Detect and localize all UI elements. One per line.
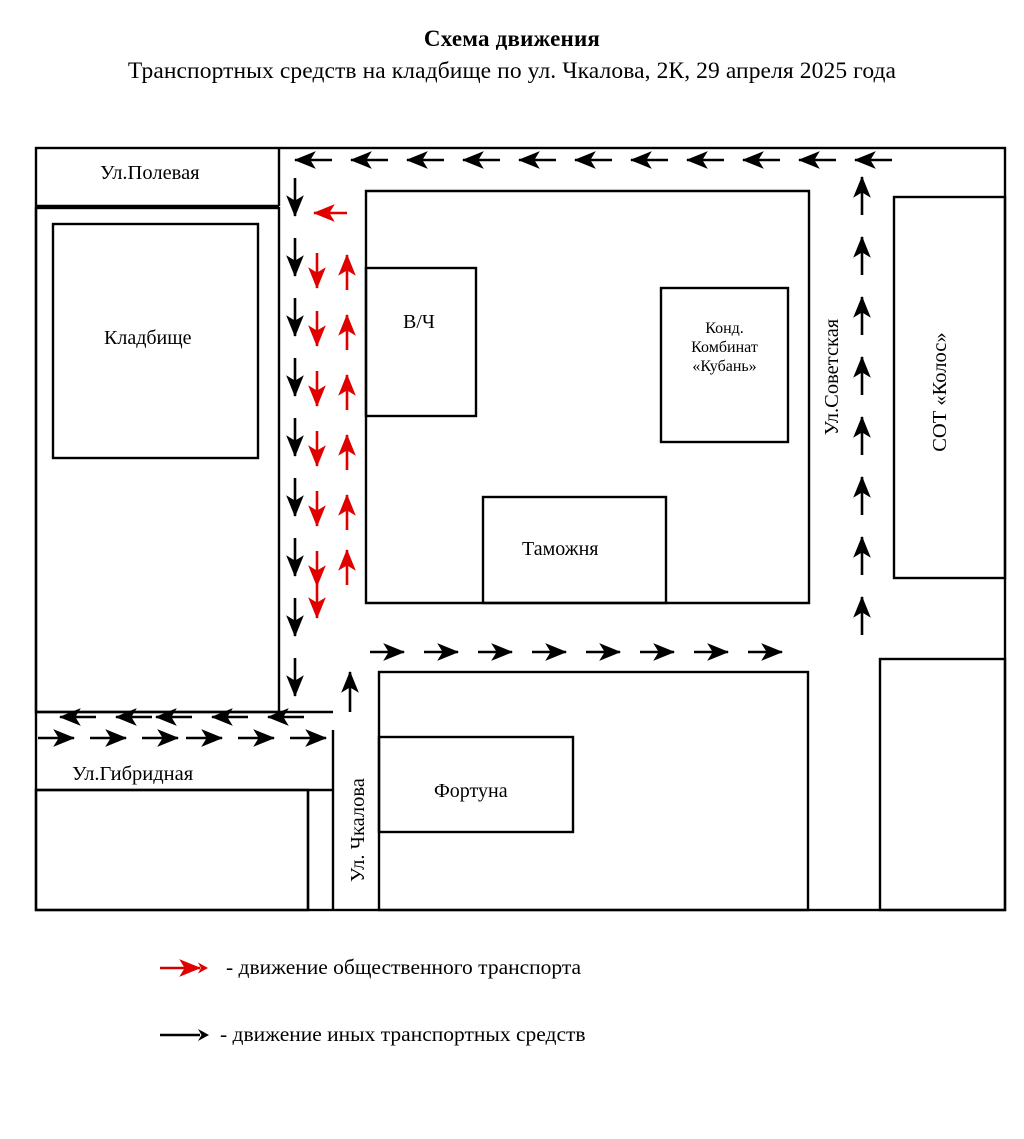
central-block-outline [364,189,811,605]
block-label-kuban-line3: «Кубань» [692,357,757,375]
block-label-customs: Таможня [522,538,599,560]
kolos-block [892,195,1007,580]
page-title: Схема движения [423,26,601,51]
gibridnaya-south-block [34,788,310,912]
map-outline-shapes [34,146,1007,912]
military-unit-block [364,266,478,418]
kuban-block [659,286,790,444]
block-label-kuban-line1: Конд. [705,320,744,337]
block-label-kolos: СОТ «Колос» [928,332,951,452]
cemetery-block [51,222,260,460]
block-label-fortuna: Фортуна [434,780,508,802]
legend-item-public-transport: - движение общественного транспорта [158,955,581,980]
street-label-sovetskaya: Ул.Советская [820,318,843,436]
document-title-block: Схема движения Транспортных средств на к… [0,26,1024,85]
street-label-gibridnaya: Ул.Гибридная [72,763,194,785]
map-frame [34,146,1007,912]
street-label-chkalova: Ул. Чкалова [346,778,369,883]
street-label-polevaya: Ул.Полевая [100,162,200,184]
legend-label-other-vehicles: - движение иных транспортных средств [220,1022,586,1046]
fortuna-block [377,735,575,834]
block-label-kuban-line2: Комбинат [691,338,758,356]
block-label-military-unit: В/Ч [403,311,435,333]
legend-label-public-transport: - движение общественного транспорта [226,955,582,979]
block-label-cemetery: Кладбище [104,327,192,349]
cemetery-outer-block [34,206,281,714]
page-subtitle: Транспортных средств на кладбище по ул. … [127,58,897,84]
customs-block [481,495,668,605]
block-label-kuban: Конд. Комбинат «Кубань» [663,320,786,377]
southeast-block [878,657,1007,912]
legend-arrow-public-transport-icon [160,958,208,977]
legend-arrow-other-vehicles-icon [160,1028,209,1041]
legend-item-other-vehicles: - движение иных транспортных средств [158,1022,586,1047]
